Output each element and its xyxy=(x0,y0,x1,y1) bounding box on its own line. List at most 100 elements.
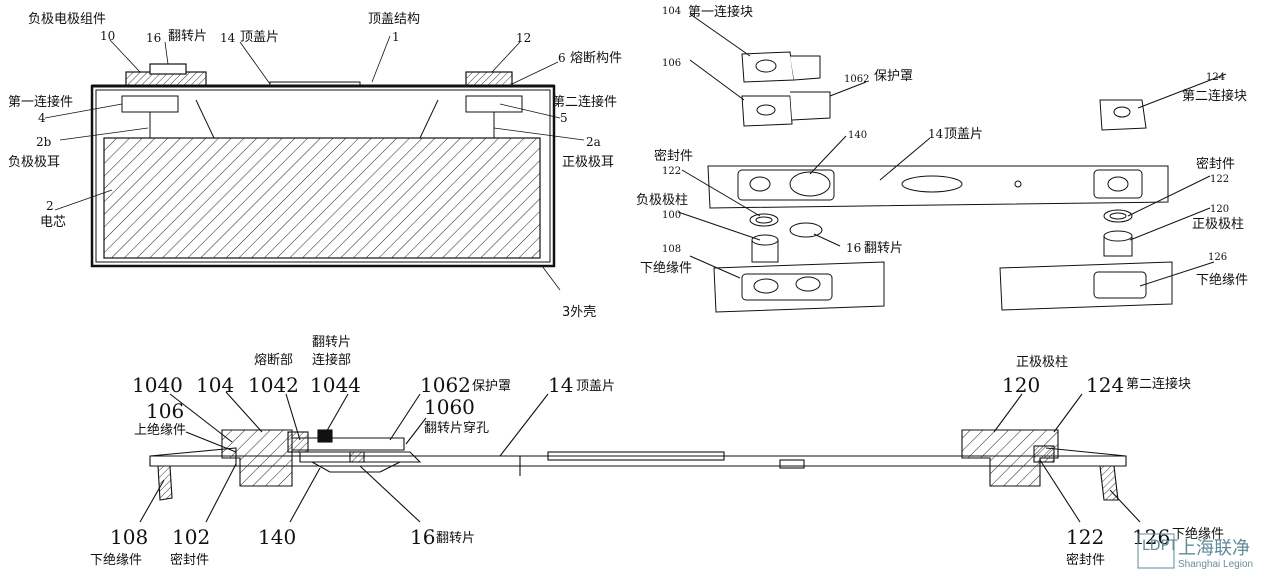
protective-cover-section xyxy=(299,451,422,463)
right-lower-insulator xyxy=(1099,465,1119,501)
label-second-block: 第二连接块 xyxy=(1126,376,1191,392)
flip-sheet xyxy=(789,222,823,238)
left-lower-insulator xyxy=(157,465,173,501)
figure-2-labels: 104 第一连接块 106 1062 保护罩 124 第二连接块 140 14 … xyxy=(636,4,1248,288)
label-n4: 4 xyxy=(38,111,46,125)
label-n100: 100 xyxy=(662,210,681,221)
logo-mark xyxy=(1137,533,1175,569)
lower-insulator-left xyxy=(713,261,885,313)
label-n1062: 1062 xyxy=(844,74,869,85)
label-n12: 12 xyxy=(516,31,531,45)
label-flip-hole: 翻转片穿孔 xyxy=(424,420,489,436)
label-upper-ins: 上绝缘件 xyxy=(134,422,186,438)
label-n1060: 1060 xyxy=(424,395,475,419)
label-second-block: 第二连接块 xyxy=(1182,88,1247,104)
figure-3-cap-section xyxy=(139,391,1141,523)
second-connector xyxy=(465,95,523,113)
vent-sheet xyxy=(547,451,725,461)
label-fuse-part: 熔断部 xyxy=(254,353,293,368)
label-pos-pole: 正极极柱 xyxy=(1192,217,1244,232)
label-first-block: 第一连接块 xyxy=(688,4,753,20)
label-n108: 108 xyxy=(662,244,681,255)
label-seal-left: 密封件 xyxy=(654,148,693,164)
label-neg-assembly: 负极电极组件 xyxy=(28,12,106,27)
label-pos-tab: 正极极耳 xyxy=(562,155,614,170)
label-lower-ins-left: 下绝缘件 xyxy=(90,552,142,568)
seal-left xyxy=(749,213,779,227)
logo-cn: 上海联净 xyxy=(1178,538,1250,559)
label-flip: 翻转片 xyxy=(168,29,207,44)
watermark-logo: LDPT 上海联净 Shanghai Legion xyxy=(1137,533,1253,570)
label-n2b: 2b xyxy=(36,135,52,149)
label-n14: 14 xyxy=(928,127,944,141)
protective-cover-base xyxy=(741,95,793,127)
label-n106: 106 xyxy=(146,399,184,423)
label-n104: 104 xyxy=(662,6,681,17)
protective-cover xyxy=(790,91,831,121)
label-shell: 3外壳 xyxy=(562,305,596,320)
label-n1042: 1042 xyxy=(248,373,299,397)
label-n10: 10 xyxy=(100,29,115,43)
label-flip: 翻转片 xyxy=(864,241,903,256)
label-core: 电芯 xyxy=(40,215,66,230)
figure-2-exploded-view xyxy=(677,13,1227,313)
label-n2: 2 xyxy=(46,199,54,213)
flip-connection xyxy=(317,429,333,443)
label-n14: 14 xyxy=(220,31,236,45)
label-n122-left: 122 xyxy=(662,166,681,177)
label-n2a: 2a xyxy=(586,135,601,149)
label-n1062: 1062 xyxy=(420,373,471,397)
second-connecting-block-section xyxy=(961,429,1059,487)
label-lower-ins-right: 下绝缘件 xyxy=(1196,272,1248,288)
first-connecting-block xyxy=(741,51,795,83)
label-n108: 108 xyxy=(110,525,148,549)
label-cover: 保护罩 xyxy=(472,379,511,394)
label-n5: 5 xyxy=(560,111,568,125)
figure-1-labels: 负极电极组件 10 16 翻转片 14 顶盖片 顶盖结构 1 12 6 熔断构件… xyxy=(8,12,622,320)
figure-3-labels: 翻转片 连接部 熔断部 1040 104 1042 1044 1062 保护罩 … xyxy=(90,335,1224,568)
label-top-sheet: 顶盖片 xyxy=(240,30,279,45)
cover-cap xyxy=(292,437,405,451)
label-n102: 102 xyxy=(172,525,210,549)
second-connecting-block xyxy=(1099,99,1147,131)
label-n104: 104 xyxy=(196,373,234,397)
label-n6: 6 xyxy=(558,51,566,65)
label-top-sheet: 顶盖片 xyxy=(944,127,983,142)
label-n14: 14 xyxy=(548,373,573,397)
first-connector xyxy=(121,95,179,113)
label-n16: 16 xyxy=(146,31,161,45)
flip-sheet-top xyxy=(149,63,187,75)
label-n120: 120 xyxy=(1210,204,1229,215)
cap-plate xyxy=(149,455,1127,467)
logo-letters: LDPT xyxy=(1142,538,1178,554)
label-seal-right: 密封件 xyxy=(1066,552,1105,568)
first-connecting-block-section xyxy=(221,429,293,487)
top-cover-sheet xyxy=(707,165,1169,209)
label-n124: 124 xyxy=(1206,72,1225,83)
label-n140: 140 xyxy=(258,525,296,549)
label-n1044: 1044 xyxy=(310,373,361,397)
label-second-conn: 第二连接件 xyxy=(552,94,617,110)
label-neg-tab: 负极极耳 xyxy=(8,155,60,170)
label-n1: 1 xyxy=(392,30,400,44)
label-n126: 126 xyxy=(1208,252,1227,263)
label-n106: 106 xyxy=(662,58,681,69)
logo-en: Shanghai Legion xyxy=(1178,559,1253,570)
label-seal-right: 密封件 xyxy=(1196,156,1235,172)
label-lower-ins-left: 下绝缘件 xyxy=(640,260,692,276)
shell-inner xyxy=(95,89,551,263)
label-neg-pole: 负极极柱 xyxy=(636,193,688,208)
label-flip: 翻转片 xyxy=(436,531,475,546)
vent xyxy=(269,81,361,88)
label-flip-conn-1: 翻转片 xyxy=(312,335,351,350)
label-n120: 120 xyxy=(1002,373,1040,397)
pos-terminal xyxy=(465,71,513,87)
label-seal-left: 密封件 xyxy=(170,552,209,568)
label-n122: 122 xyxy=(1066,525,1104,549)
label-first-conn: 第一连接件 xyxy=(8,94,73,110)
label-n16: 16 xyxy=(846,241,861,255)
label-lower-ins-right: 下绝缘件 xyxy=(1172,526,1224,542)
label-n16: 16 xyxy=(410,525,435,549)
